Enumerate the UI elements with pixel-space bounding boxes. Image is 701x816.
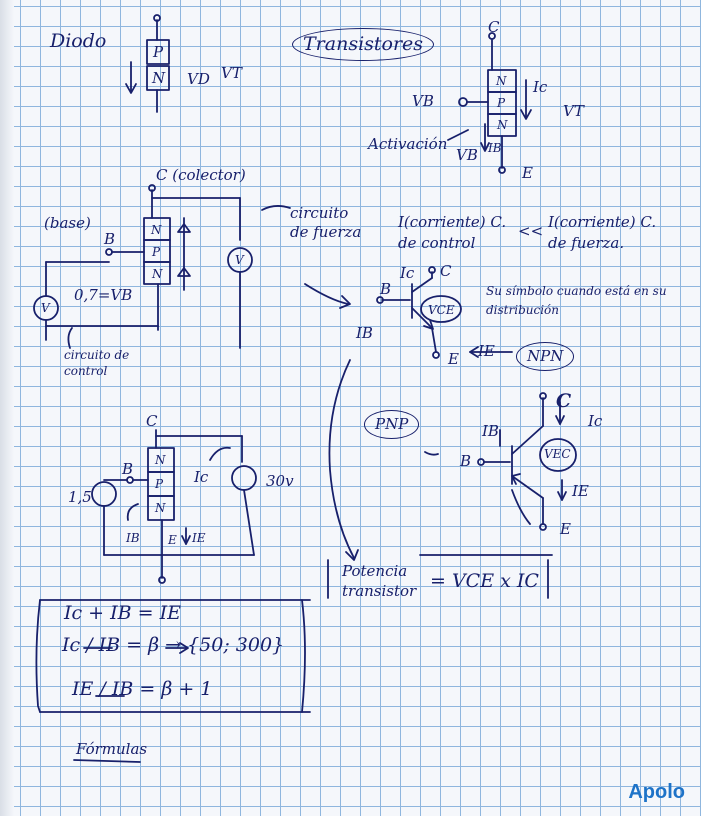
diode-p-label: P	[153, 43, 164, 61]
npn-sym-vce-label: VCE	[428, 303, 455, 317]
circuit2-p-label: P	[155, 477, 164, 491]
diode-vd-label: VD	[187, 70, 210, 88]
pnp-ib-label: IB	[482, 422, 499, 440]
formula-1: Ic + IB = IE	[64, 602, 181, 624]
npn-act-c-label: C	[488, 18, 500, 36]
circuit2-ic-label: Ic	[194, 468, 209, 486]
base-label: (base)	[44, 214, 91, 232]
npn-act-n1-label: N	[496, 74, 507, 88]
voltmeter-v-left: V	[41, 301, 50, 315]
pnp-ie-label: IE	[572, 482, 589, 500]
npn-sym-ic-label: Ic	[400, 264, 415, 282]
npn-act-vb2-label: VB	[456, 146, 478, 164]
npn-act-n2-label: N	[497, 118, 508, 132]
pnp-symbol-diagram	[424, 392, 577, 531]
simbolo-note: Su símbolo cuando está en su distribució…	[486, 284, 667, 318]
circuit2-b-label: B	[122, 460, 134, 478]
colector-label: C (colector)	[156, 166, 246, 184]
npn-symbol-diagram	[328, 266, 513, 561]
pnp-ic-label: Ic	[588, 412, 603, 430]
circuit2-ib-label: IB	[126, 531, 140, 545]
npn-sym-c-label: C	[440, 262, 452, 280]
circuit2-n1-label: N	[155, 453, 166, 467]
corriente-control-label: I(corriente) C. de control	[398, 213, 507, 252]
npn-sym-ie-label: IE	[478, 342, 495, 360]
diode-vt-label: VT	[221, 64, 242, 82]
npn-badge: NPN	[516, 342, 575, 371]
circuito-fuerza-label: circuito de fuerza	[290, 204, 362, 241]
base-b-label: B	[104, 230, 116, 248]
circuit2-n2-label: N	[155, 501, 166, 515]
voltmeter-v-right: V	[235, 253, 244, 267]
circuit2-15-label: 1,5	[68, 488, 92, 506]
pnp-badge: PNP	[364, 410, 420, 439]
potencia-equation: = VCE x IC	[430, 570, 539, 592]
corriente-fuerza-label: I(corriente) C. de fuerza.	[548, 213, 657, 252]
diode-diagram	[125, 14, 170, 113]
circuit2-c-label: C	[146, 412, 158, 430]
diode-n-label: N	[152, 69, 166, 87]
circuit2-e-label: E	[168, 533, 177, 547]
circuit-n1-label: N	[151, 223, 162, 237]
activacion-label: Activación	[368, 135, 448, 153]
npn-activation-diagram	[447, 32, 532, 174]
pnp-vec-label: VEC	[544, 447, 571, 461]
second-circuit-diagram	[91, 429, 257, 584]
pnp-e-label: E	[560, 520, 571, 538]
npn-act-vt-label: VT	[563, 102, 584, 120]
circuit2-ie-label: IE	[192, 531, 206, 545]
circuit-n2-label: N	[152, 267, 163, 281]
npn-act-e-label: E	[522, 164, 533, 182]
npn-sym-b-label: B	[380, 280, 392, 298]
formulas-bracket	[35, 599, 311, 763]
npn-act-ib-label: IB	[488, 141, 502, 155]
brand-logo: Apolo	[628, 781, 685, 803]
circuit-p-label: P	[152, 245, 161, 259]
pnp-b-label: B	[460, 452, 472, 470]
npn-act-p-label: P	[497, 96, 506, 110]
transistor-circuit-diagram	[33, 184, 351, 349]
topic-heading: Transistores	[292, 28, 435, 61]
pnp-c-label: C	[556, 390, 572, 412]
formulas-title: Fórmulas	[76, 740, 148, 758]
circuito-control-label: circuito de control	[64, 348, 130, 378]
circuit2-30v-label: 30v	[266, 472, 294, 490]
vb-07-label: 0,7=VB	[74, 286, 133, 304]
less-than-label: <<	[518, 222, 544, 240]
npn-act-ic-label: Ic	[533, 78, 548, 96]
npn-sym-e-label: E	[448, 350, 459, 368]
diode-title: Diodo	[50, 30, 107, 52]
formula-2: Ic / IB = β → {50; 300}	[62, 634, 285, 656]
page-binding	[0, 0, 14, 816]
npn-act-vb-label: VB	[412, 92, 434, 110]
npn-sym-ib-label: IB	[356, 324, 373, 342]
potencia-label: Potencia transistor	[342, 562, 417, 600]
formula-3: IE / IB = β + 1	[72, 678, 213, 700]
potencia-box	[327, 554, 553, 599]
